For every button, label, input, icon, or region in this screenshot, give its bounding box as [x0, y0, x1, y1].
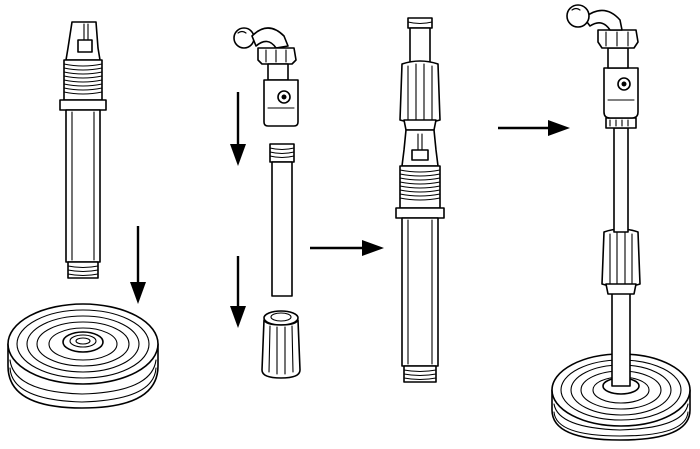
mic-clip: [233, 27, 299, 127]
arrow-collar-to-tube: [230, 256, 246, 328]
completed-stand: [551, 4, 691, 441]
upper-tube: [269, 143, 295, 297]
arrow-clip-to-tube: [230, 92, 246, 166]
lower-tube: [59, 21, 107, 279]
arrow-step2-to-step3: [310, 240, 384, 256]
assembled-tube: [395, 17, 445, 383]
clutch-collar: [261, 310, 301, 379]
arrow-tube-to-base: [130, 226, 146, 304]
arrow-step3-to-step4: [498, 120, 570, 136]
round-base: [7, 303, 159, 409]
